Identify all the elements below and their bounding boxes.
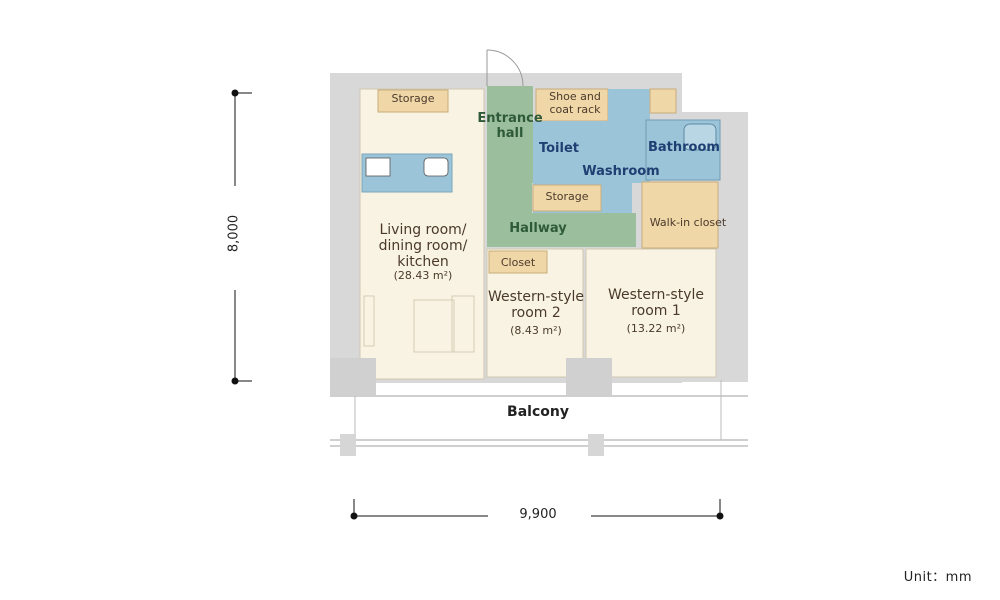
shoe-rack	[535, 88, 609, 122]
storage-mid	[532, 184, 602, 212]
washroom-label: Washroom	[582, 164, 660, 179]
closet-label: Closet	[500, 256, 536, 269]
western-room-1-label: Western-style room 1 (13.22 m²)	[594, 287, 718, 336]
closet	[488, 250, 548, 274]
sink-icon	[423, 157, 449, 177]
wet-area	[533, 89, 650, 213]
western-room-1-area-text: (13.22 m²)	[626, 322, 686, 336]
bathtub-icon	[683, 123, 717, 151]
western-room-1-area	[585, 248, 717, 378]
toilet-label: Toilet	[538, 141, 579, 156]
dim-dot	[231, 377, 239, 385]
bathroom-label: Bathroom	[648, 140, 720, 155]
living-room-label: Living room/ dining room/ kitchen (28.43…	[362, 222, 484, 283]
walk-in-closet-label: Walk-in closet	[649, 216, 727, 229]
unit-label: Unit：mm	[903, 570, 972, 585]
storage-top-label: Storage	[391, 92, 435, 105]
dim-dot	[716, 512, 724, 520]
door-arc-icon	[486, 49, 524, 87]
walk-in-closet	[641, 181, 719, 249]
western-room-2-area-text: (8.43 m²)	[510, 324, 562, 338]
sofa-icon	[451, 295, 475, 353]
living-room-name: Living room/ dining room/ kitchen	[378, 222, 468, 271]
balcony-post	[588, 434, 604, 456]
hallway-area	[487, 86, 636, 247]
living-room-area	[359, 88, 485, 380]
dim-dot	[231, 89, 239, 97]
hallway-label: Hallway	[509, 221, 567, 236]
column	[566, 358, 612, 396]
height-dimension-label: 8,000	[226, 214, 242, 253]
dining-table-icon	[413, 299, 455, 353]
balcony-label: Balcony	[507, 404, 569, 420]
column	[330, 358, 376, 396]
small-storage	[649, 88, 677, 114]
width-dimension-label: 9,900	[519, 507, 557, 522]
balcony-post	[340, 434, 356, 456]
living-room-area-text: (28.43 m²)	[393, 269, 453, 283]
stove-icon	[365, 157, 391, 177]
tv-stand-icon	[363, 295, 375, 347]
western-room-1-name: Western-style room 1	[607, 287, 705, 320]
western-room-2-name: Western-style room 2	[487, 289, 585, 322]
shoe-rack-label: Shoe and coat rack	[549, 90, 601, 116]
storage-top	[377, 89, 449, 113]
storage-mid-label: Storage	[545, 190, 589, 203]
dim-dot	[350, 512, 358, 520]
entrance-hall-label: Entrance hall	[477, 111, 543, 141]
western-room-2-label: Western-style room 2 (8.43 m²)	[474, 289, 598, 338]
